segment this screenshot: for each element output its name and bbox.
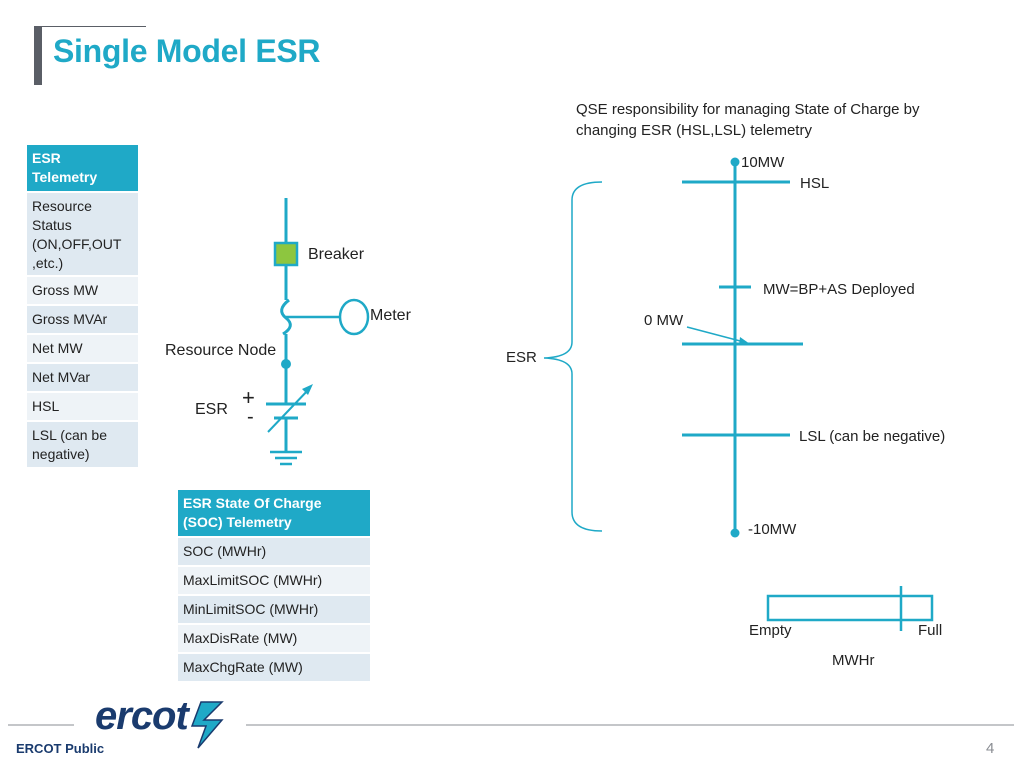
range-bottom-dot <box>730 528 740 538</box>
zero-mw-pointer <box>686 326 745 343</box>
table-row: HSL <box>27 393 138 420</box>
range-top-dot <box>730 157 740 167</box>
title-rule <box>34 26 146 27</box>
battery-minus-label: - <box>247 406 254 428</box>
esr-range-label: ESR <box>506 349 537 366</box>
variable-arrow <box>267 387 311 433</box>
table-row: Net MVar <box>27 364 138 391</box>
esr-label: ESR <box>195 401 228 418</box>
qse-note: QSE responsibility for managing State of… <box>576 101 920 139</box>
table-row: Gross MVAr <box>27 306 138 333</box>
meter-symbol <box>338 298 370 336</box>
esr-brace <box>543 181 603 532</box>
table-row: MinLimitSOC (MWHr) <box>178 596 370 623</box>
soc-full-label: Full <box>918 622 943 639</box>
page-title: Single Model ESR <box>53 33 321 69</box>
table-row: SOC (MWHr) <box>178 538 370 565</box>
esr-telemetry-header: ESR Telemetry <box>27 145 138 191</box>
zero-mw-label: 0 MW <box>644 312 684 329</box>
soc-telemetry-table: ESR State Of Charge (SOC) Telemetry SOC … <box>178 490 370 681</box>
battery-plus-label: + <box>242 385 255 410</box>
table-row: Resource Status (ON,OFF,OUT ,etc.) <box>27 193 138 275</box>
resource-node-label: Resource Node <box>165 342 277 359</box>
breaker-label: Breaker <box>308 246 365 263</box>
variable-arrow-head <box>302 384 313 395</box>
esr-telemetry-table: ESR Telemetry Resource Status (ON,OFF,OU… <box>27 145 138 467</box>
soc-telemetry-header: ESR State Of Charge (SOC) Telemetry <box>178 490 370 536</box>
breaker-symbol <box>273 241 299 267</box>
resource-node-dot <box>281 359 291 369</box>
deployed-label: MW=BP+AS Deployed <box>763 281 915 298</box>
soc-empty-label: Empty <box>749 622 792 639</box>
footer-org-label: ERCOT Public <box>16 741 105 756</box>
table-row: Net MW <box>27 335 138 362</box>
title-accent-bar <box>34 26 42 85</box>
ercot-logo-text: ercot <box>95 694 189 738</box>
table-row: LSL (can be negative) <box>27 422 138 467</box>
page-number: 4 <box>986 740 995 757</box>
table-row: Gross MW <box>27 277 138 304</box>
soc-bar <box>766 594 934 622</box>
soc-unit-label: MWHr <box>832 652 875 669</box>
top-10mw-label: 10MW <box>741 154 785 171</box>
ercot-logo-mark <box>190 701 224 749</box>
lsl-label: LSL (can be negative) <box>799 428 946 445</box>
table-row: MaxDisRate (MW) <box>178 625 370 652</box>
bottom-10mw-label: -10MW <box>748 521 797 538</box>
hsl-label: HSL <box>800 175 830 192</box>
table-row: MaxLimitSOC (MWHr) <box>178 567 370 594</box>
meter-label: Meter <box>370 307 411 324</box>
table-row: MaxChgRate (MW) <box>178 654 370 681</box>
zero-mw-pointer-head <box>739 337 750 345</box>
